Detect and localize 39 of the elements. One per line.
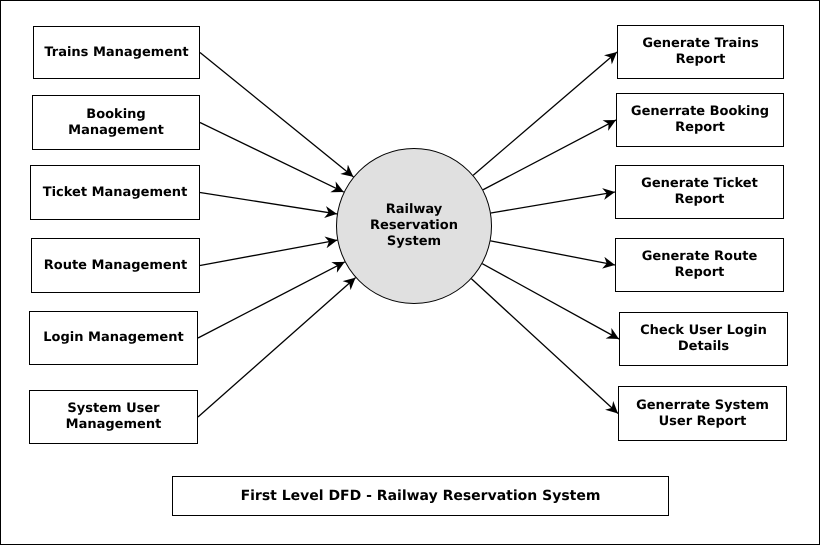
arrow: [198, 261, 346, 339]
entity-box: [31, 238, 200, 293]
entity-box: [32, 95, 200, 150]
arrow: [482, 119, 616, 190]
node-label: Check User Login Details: [639, 323, 768, 355]
node-label: Generate Trains Report: [641, 36, 760, 68]
node-label: Route Management: [42, 258, 188, 274]
node-label: Trains Management: [43, 44, 190, 60]
node-label: Ticket Management: [42, 184, 188, 200]
arrow: [472, 52, 618, 176]
entity-box: [617, 25, 784, 79]
arrow: [200, 192, 338, 218]
node-label: Generate Ticket Report: [640, 176, 759, 208]
entity-box: [615, 238, 784, 292]
node-label: Generate Route Report: [640, 249, 758, 281]
node-label: Railway Reservation System: [369, 202, 459, 250]
arrow: [200, 52, 354, 178]
entity-box: [615, 165, 784, 219]
arrow: [200, 122, 344, 193]
arrow: [200, 236, 338, 266]
entity-box: [616, 93, 784, 147]
entity-box: [29, 390, 198, 444]
node-label: Booking Management: [67, 106, 165, 138]
diagram-title: First Level DFD - Railway Reservation System: [172, 476, 669, 516]
entity-box: [619, 312, 788, 366]
entity-box: [618, 386, 787, 441]
entity-box: [29, 311, 198, 365]
node-label: Generrate Booking Report: [630, 104, 770, 136]
arrow: [490, 188, 616, 214]
process-circle: [336, 148, 492, 304]
entity-box: [30, 165, 200, 220]
arrow: [471, 278, 618, 414]
arrow: [482, 263, 620, 340]
entity-box: [33, 26, 200, 79]
node-label: Login Management: [42, 330, 185, 346]
node-label: System User Management: [64, 401, 162, 433]
node-label: Generrate System User Report: [635, 398, 770, 430]
arrow: [198, 277, 356, 418]
arrow: [490, 240, 616, 269]
